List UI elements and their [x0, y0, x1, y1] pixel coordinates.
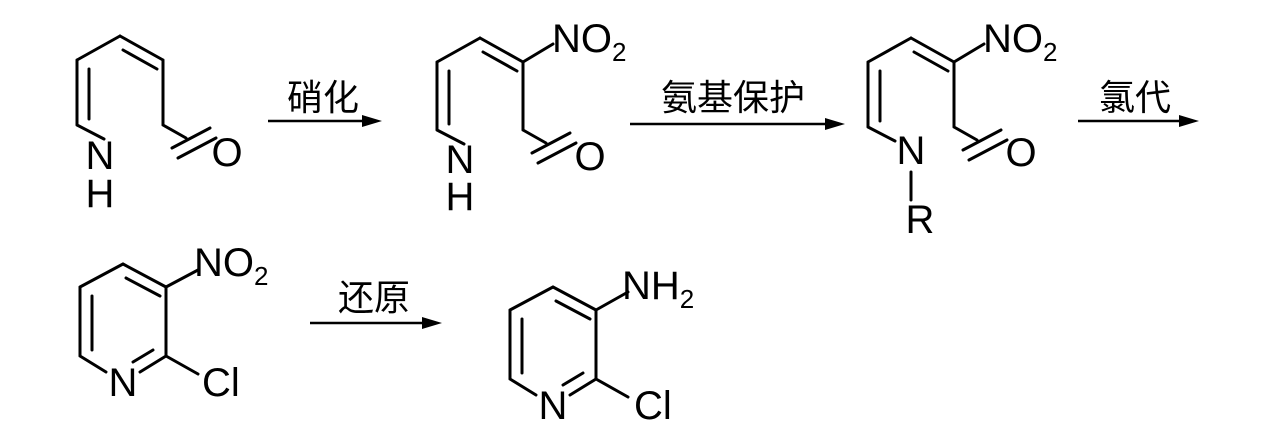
- nitro-group: NO2: [552, 17, 626, 67]
- molecule-3-amino-2-chloropyridine: N Cl NH2: [508, 264, 694, 421]
- atom-n: N: [446, 138, 475, 182]
- atom-r: R: [906, 198, 935, 242]
- reaction-arrow-4: 还原: [310, 278, 442, 329]
- reaction-arrow-1: 硝化: [268, 78, 382, 127]
- molecule-n-protected-3-nitro-2-pyridone: N R O NO2: [866, 17, 1057, 242]
- reagent-label-2: 氨基保护: [661, 78, 805, 119]
- reaction-arrow-3: 氯代: [1078, 78, 1199, 127]
- atom-h: H: [86, 172, 115, 216]
- reagent-label-4: 还原: [338, 278, 410, 319]
- reagent-label-1: 硝化: [287, 78, 359, 119]
- nitro-group: NO2: [194, 241, 268, 291]
- molecule-2-chloro-3-nitropyridine: N Cl NO2: [78, 241, 268, 405]
- atom-o: O: [1005, 131, 1036, 175]
- atom-cl: Cl: [634, 384, 672, 421]
- amino-group: NH2: [622, 264, 694, 314]
- atom-n: N: [86, 134, 115, 178]
- atom-n: N: [897, 129, 926, 173]
- atom-h: H: [446, 175, 475, 219]
- atom-o: O: [211, 131, 242, 175]
- atom-n: N: [539, 384, 568, 421]
- reagent-label-3: 氯代: [1099, 78, 1171, 119]
- molecule-2-pyridone: N H O: [75, 34, 243, 216]
- atom-cl: Cl: [202, 361, 240, 405]
- atom-n: N: [109, 361, 138, 405]
- molecule-3-nitro-2-pyridone: N H O NO2: [435, 17, 626, 219]
- atom-o: O: [574, 135, 605, 179]
- nitro-group: NO2: [983, 17, 1057, 67]
- reaction-arrow-2: 氨基保护: [630, 78, 845, 130]
